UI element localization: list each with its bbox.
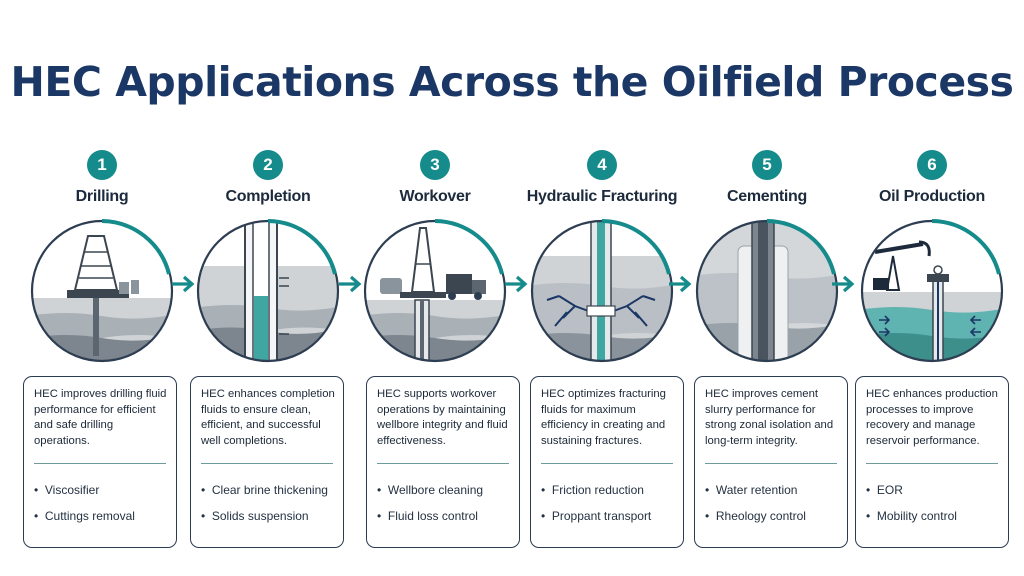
bullet-item: • Friction reduction	[541, 483, 644, 497]
card-description: HEC supports workover operations by main…	[377, 388, 508, 447]
arrow-right-icon	[832, 275, 855, 293]
bullet-item: • Proppant transport	[541, 509, 652, 523]
card-hydraulic-fracturing: HEC optimizes fracturing fluids for maxi…	[530, 376, 684, 548]
card-description: HEC improves drilling fluid performance …	[34, 388, 167, 447]
workover-illustration	[363, 219, 507, 363]
card-divider	[377, 463, 509, 464]
cementing-illustration	[695, 219, 839, 363]
card-description: HEC enhances production processes to imp…	[866, 388, 998, 447]
step-title: Cementing	[727, 188, 807, 205]
step-title: Drilling	[75, 188, 129, 205]
bullet-item: • Viscosifier	[34, 483, 100, 497]
card-divider	[541, 463, 673, 464]
bullet-item: • Cuttings removal	[34, 509, 135, 523]
step-number-badge: 1	[87, 150, 117, 180]
card-oil-production: HEC enhances production processes to imp…	[855, 376, 1009, 548]
step-title: Hydraulic Fracturing	[526, 188, 678, 205]
arrow-right-icon	[669, 275, 692, 293]
bullet-item: • Fluid loss control	[377, 509, 478, 523]
arrow-right-icon	[505, 275, 528, 293]
bullet-item: • Water retention	[705, 483, 798, 497]
step-number-badge: 5	[752, 150, 782, 180]
card-workover: HEC supports workover operations by main…	[366, 376, 520, 548]
step-number-badge: 3	[420, 150, 450, 180]
bullet-item: • Solids suspension	[201, 509, 309, 523]
card-cementing: HEC improves cement slurry performance f…	[694, 376, 848, 548]
step-title: Oil Production	[878, 188, 986, 205]
bullet-item: • Wellbore cleaning	[377, 483, 484, 497]
card-divider	[866, 463, 998, 464]
bullet-item: • Clear brine thickening	[201, 483, 328, 497]
step-number-badge: 4	[587, 150, 617, 180]
fracturing-illustration	[530, 219, 674, 363]
card-completion: HEC enhances completion fluids to ensure…	[190, 376, 344, 548]
oil-production-illustration	[860, 219, 1004, 363]
step-number-badge: 2	[253, 150, 283, 180]
card-divider	[34, 463, 166, 464]
card-divider	[201, 463, 333, 464]
drilling-illustration	[30, 219, 174, 363]
bullet-item: • Rheology control	[705, 509, 806, 523]
card-description: HEC optimizes fracturing fluids for maxi…	[541, 388, 666, 447]
card-divider	[705, 463, 837, 464]
card-description: HEC improves cement slurry performance f…	[705, 388, 834, 447]
bullet-item: • Mobility control	[866, 509, 957, 523]
card-drilling: HEC improves drilling fluid performance …	[23, 376, 177, 548]
step-number-badge: 6	[917, 150, 947, 180]
arrow-right-icon	[339, 275, 362, 293]
bullet-item: • EOR	[866, 483, 903, 497]
step-title: Completion	[225, 188, 311, 205]
completion-illustration	[196, 219, 340, 363]
card-description: HEC enhances completion fluids to ensure…	[201, 388, 335, 447]
step-title: Workover	[399, 188, 471, 205]
page-title: HEC Applications Across the Oilfield Pro…	[10, 58, 1014, 106]
arrow-right-icon	[172, 275, 195, 293]
